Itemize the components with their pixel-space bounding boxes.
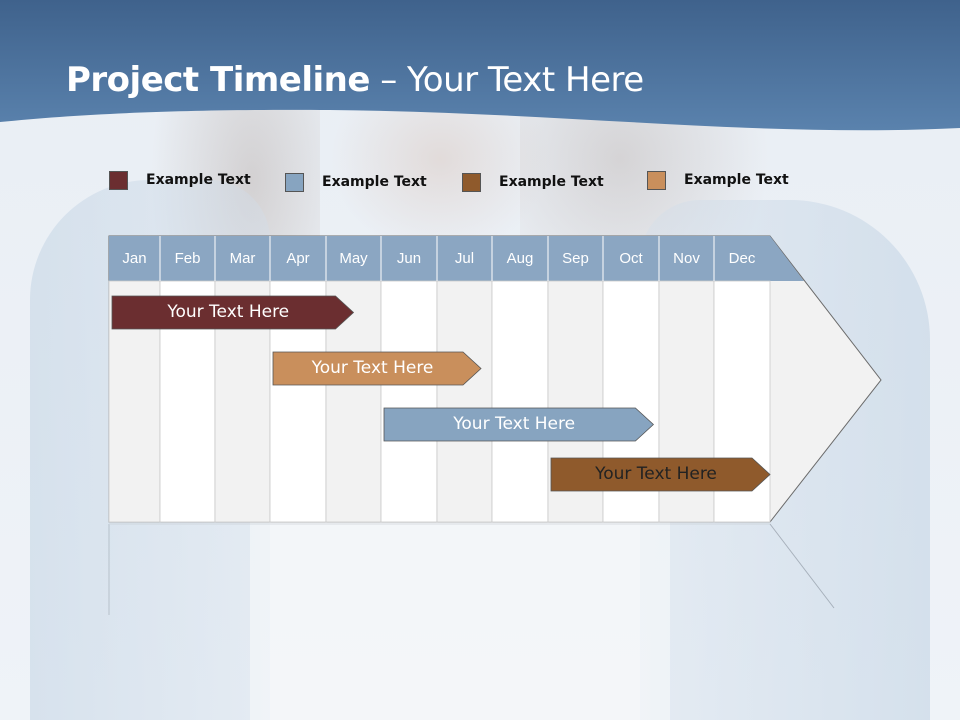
photo-face	[330, 95, 550, 255]
legend-item-3: Example Text	[462, 172, 604, 192]
timeline-arrow-header	[109, 236, 804, 281]
task-label-3: Your Text Here	[453, 414, 576, 434]
legend-item-2: Example Text	[285, 172, 427, 192]
timeline-reflection	[108, 523, 835, 615]
month-label-aug: Aug	[506, 250, 534, 267]
legend-label-1: Example Text	[146, 172, 251, 188]
task-arrow-2	[272, 351, 482, 386]
legend-label-3: Example Text	[499, 174, 604, 190]
month-label-feb: Feb	[174, 250, 201, 267]
month-label-jun: Jun	[396, 250, 422, 267]
legend-swatch-2	[285, 172, 304, 192]
title-bold: Project Timeline	[66, 60, 370, 100]
month-label-apr: Apr	[286, 250, 310, 267]
month-label-sep: Sep	[562, 250, 589, 267]
month-label-jul: Jul	[454, 250, 475, 267]
month-label-oct: Oct	[619, 250, 643, 267]
legend-swatch-3	[462, 172, 481, 192]
month-column-jul	[436, 280, 493, 523]
legend-item-4: Example Text	[647, 170, 789, 190]
month-column-jun	[380, 280, 438, 523]
month-label-dec: Dec	[728, 250, 756, 267]
page-title: Project Timeline – Your Text Here	[66, 60, 644, 100]
legend-swatch-4	[647, 170, 666, 190]
title-rest: – Your Text Here	[369, 60, 644, 100]
task-arrow-1	[111, 295, 355, 330]
task-label-4: Your Text Here	[595, 464, 717, 484]
month-label-may: May	[339, 250, 368, 267]
task-arrow-4	[550, 457, 771, 492]
legend-swatch-1	[109, 170, 128, 190]
month-label-mar: Mar	[229, 250, 256, 267]
task-label-2: Your Text Here	[311, 358, 434, 378]
month-label-jan: Jan	[122, 250, 147, 267]
legend-item-1: Example Text	[109, 170, 251, 190]
header-wave	[0, 0, 960, 131]
legend-label-4: Example Text	[684, 172, 789, 188]
month-label-nov: Nov	[673, 250, 700, 267]
task-label-1: Your Text Here	[167, 302, 290, 322]
legend-label-2: Example Text	[322, 174, 427, 190]
month-column-aug	[491, 280, 549, 523]
task-arrow-3	[383, 407, 654, 442]
